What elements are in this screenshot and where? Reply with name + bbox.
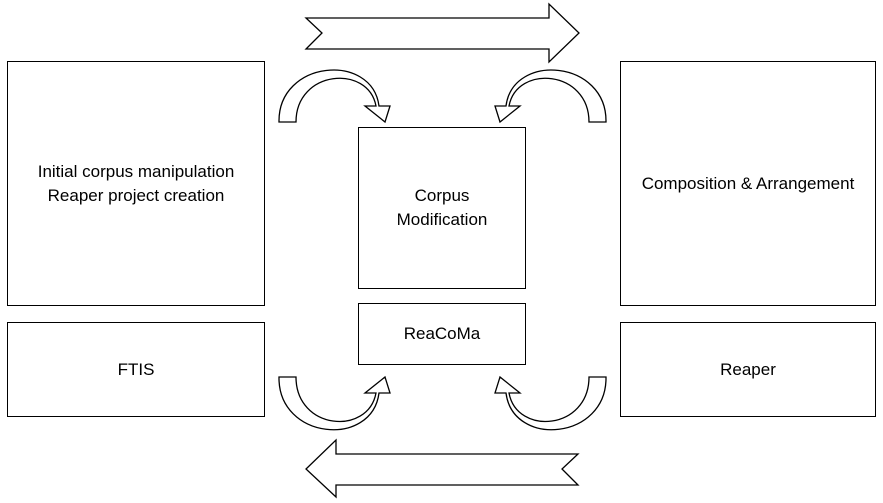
box-reaper: Reaper	[620, 322, 876, 417]
box-corpus-modification-line-1: Corpus	[414, 186, 470, 205]
box-initial-corpus: Initial corpus manipulation Reaper proje…	[7, 61, 265, 306]
curved-arrow-top-right	[494, 69, 607, 124]
box-composition-arrangement-label: Composition & Arrangement	[641, 173, 855, 193]
box-reaper-label: Reaper	[720, 359, 776, 379]
box-initial-corpus-line-2: Reaper project creation	[47, 185, 225, 205]
curved-arrow-bottom-left	[278, 375, 391, 431]
box-ftis: FTIS	[7, 322, 265, 417]
box-ftis-label: FTIS	[117, 359, 155, 379]
top-right-arrow	[304, 2, 580, 64]
box-initial-corpus-line-1: Initial corpus manipulation	[37, 161, 235, 181]
box-corpus-modification-line-2: Modification	[396, 210, 488, 229]
box-reacoma-label: ReaCoMa	[403, 324, 481, 343]
box-corpus-modification: Corpus Modification	[358, 127, 526, 289]
box-composition-arrangement: Composition & Arrangement	[620, 61, 876, 306]
curved-arrow-top-left	[278, 69, 391, 124]
bottom-left-arrow	[305, 438, 580, 499]
curved-arrow-bottom-right	[494, 375, 607, 431]
box-reacoma: ReaCoMa	[358, 303, 526, 365]
